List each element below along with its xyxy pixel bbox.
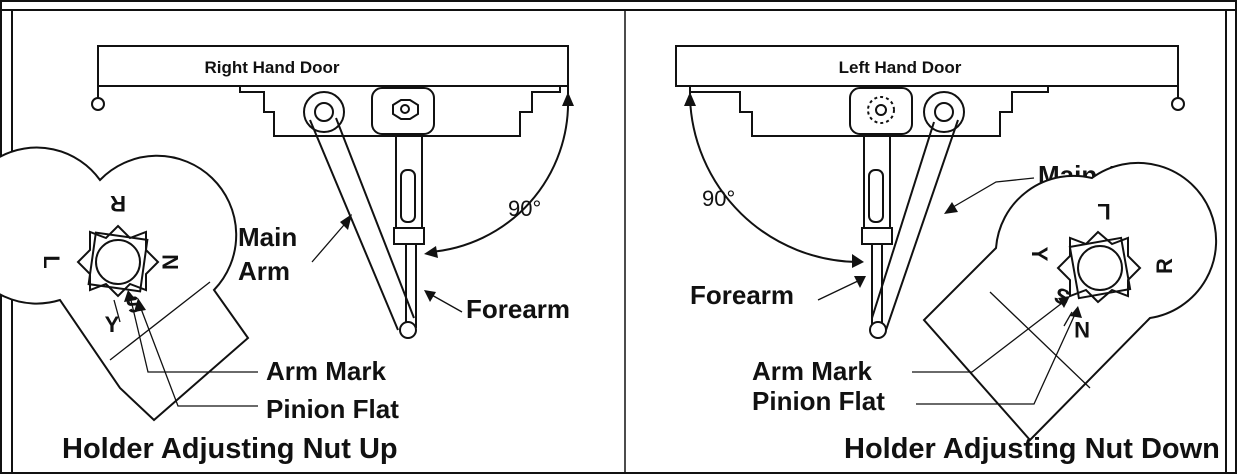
dial-letter-right: R bbox=[1152, 258, 1177, 274]
door-bar bbox=[675, 45, 1185, 111]
forearm-label: Forearm bbox=[466, 294, 570, 324]
holder-nut bbox=[849, 87, 913, 135]
forearm-arrowhead bbox=[854, 276, 866, 288]
main-arm-arrowhead bbox=[944, 202, 958, 214]
dial-letter-top: R bbox=[110, 191, 126, 216]
angle-label: 90° bbox=[702, 186, 735, 211]
arm-mark-leader bbox=[124, 290, 258, 373]
angle-arc-90 bbox=[684, 92, 864, 268]
pinion-flat-leader bbox=[134, 298, 258, 407]
holder-nut bbox=[371, 87, 435, 135]
arm-mark-leader bbox=[912, 296, 1070, 373]
door-label: Right Hand Door bbox=[204, 58, 339, 77]
forearm bbox=[861, 135, 893, 339]
dial-letter-bottom: Y bbox=[105, 312, 120, 337]
dial-letter-right: N bbox=[158, 254, 183, 270]
pinion-flat-label: Pinion Flat bbox=[752, 386, 885, 416]
main-arm-pivot bbox=[923, 91, 965, 133]
dial-letter-bottom: N bbox=[1074, 317, 1090, 342]
main-arm bbox=[309, 117, 415, 331]
door-label: Left Hand Door bbox=[839, 58, 962, 77]
dial-letter-top: L bbox=[1097, 199, 1110, 224]
main-arm-label: Main bbox=[238, 222, 297, 252]
arm-mark-label: Arm Mark bbox=[266, 356, 386, 386]
dial-letter-left: L bbox=[39, 255, 64, 268]
right-hand-door-panel: Right Hand Door bbox=[0, 45, 574, 465]
forearm-arrowhead bbox=[424, 290, 436, 302]
door-bar bbox=[91, 45, 569, 111]
pinion-flat-leader bbox=[916, 306, 1082, 405]
angle-arc-90 bbox=[424, 92, 574, 258]
panel-caption: Holder Adjusting Nut Up bbox=[62, 433, 398, 465]
dial-letter-left: Y bbox=[1027, 247, 1052, 262]
pinion-dial: L Y R N S bbox=[922, 161, 1218, 442]
main-arm-leader bbox=[947, 177, 1035, 211]
panel-caption: Holder Adjusting Nut Down bbox=[844, 433, 1220, 465]
main-arm-pivot bbox=[303, 91, 345, 133]
pinion-flat-label: Pinion Flat bbox=[266, 394, 399, 424]
angle-label: 90° bbox=[508, 196, 541, 221]
arm-mark-label: Arm Mark bbox=[752, 356, 872, 386]
forearm-leader bbox=[429, 293, 463, 313]
pinion-dial: R L N Y S bbox=[0, 146, 250, 422]
main-arm-arrowhead bbox=[340, 214, 352, 230]
forearm bbox=[393, 135, 425, 339]
left-hand-door-panel: Left Hand Door bbox=[675, 45, 1220, 465]
forearm-leader bbox=[817, 279, 861, 301]
main-arm-label-line2: Arm bbox=[238, 256, 290, 286]
forearm-label: Forearm bbox=[690, 280, 794, 310]
